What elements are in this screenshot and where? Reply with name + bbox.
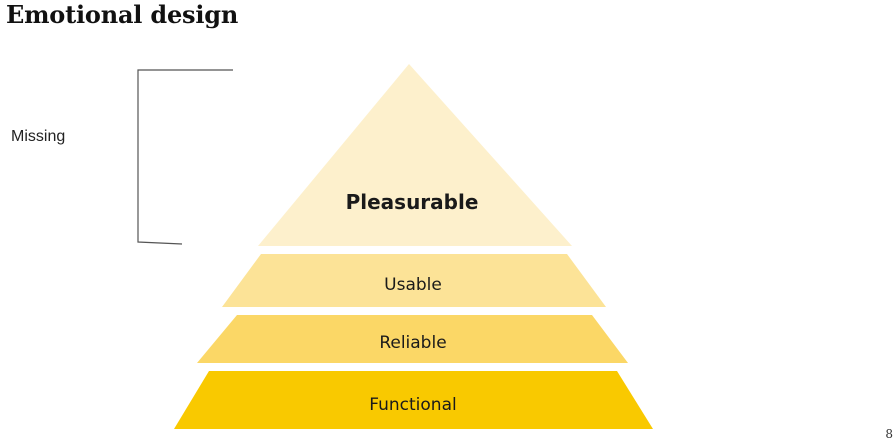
page-number: 8 <box>885 427 893 441</box>
pyramid-label-usable: Usable <box>384 275 442 295</box>
missing-label: Missing <box>11 128 66 145</box>
pyramid-label-reliable: Reliable <box>379 333 446 353</box>
pyramid-level-pleasurable <box>258 64 572 246</box>
missing-bracket <box>137 69 233 245</box>
pyramid-label-functional: Functional <box>369 395 456 415</box>
pyramid-level-reliable <box>197 315 628 363</box>
slide-title: Emotional design <box>6 0 239 29</box>
pyramid-level-usable <box>222 254 606 307</box>
pyramid-label-pleasurable: Pleasurable <box>346 190 479 214</box>
pyramid-level-functional <box>174 371 653 429</box>
